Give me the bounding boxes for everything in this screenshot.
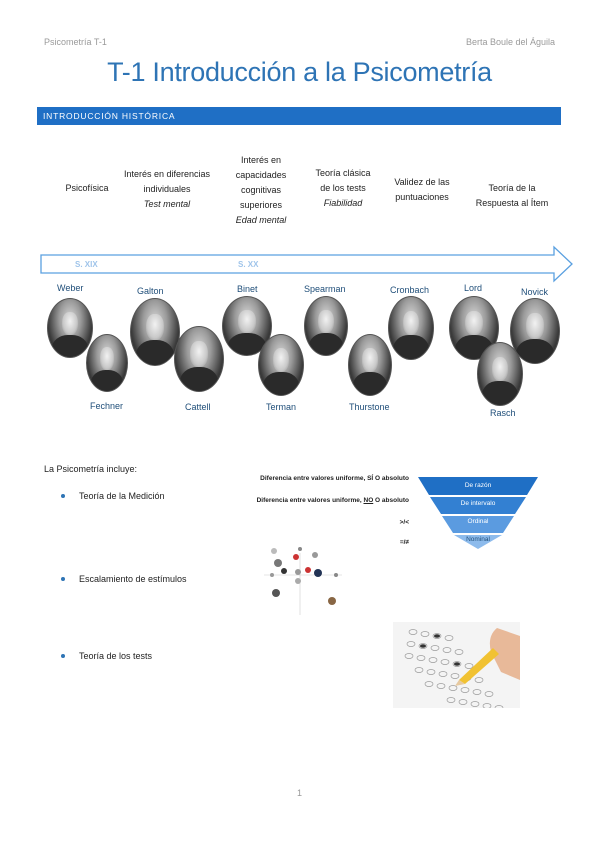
portrait-novick (510, 298, 560, 364)
name-weber: Weber (57, 283, 84, 293)
portrait-lord (449, 296, 499, 360)
topic-diferencias-individuales: Interés en diferencias individuales Test… (123, 169, 211, 209)
page-number: 1 (296, 788, 302, 798)
page-title: T-1 Introducción a la Psicometría (107, 57, 492, 87)
scale-level-intervalo: De intervalo (460, 500, 496, 507)
bullet-teoria-tests: Teoría de los tests (61, 651, 152, 661)
scale-note-interval: Diferencia entre valores uniforme, NO O … (256, 497, 409, 504)
test-answer-sheet-photo (393, 622, 520, 708)
scale-note-ordinal: >/< (399, 519, 409, 526)
name-binet: Binet (237, 284, 258, 294)
name-rasch: Rasch (490, 408, 516, 418)
bullet-escalamiento: Escalamiento de estímulos (61, 574, 187, 584)
era-s19: S. XIX (75, 260, 98, 269)
scale-level-razon: De razón (464, 482, 492, 489)
bullet-teoria-medicion: Teoría de la Medición (61, 491, 165, 501)
topic-psicofisica: Psicofísica (65, 183, 109, 193)
portrait-galton (130, 298, 180, 366)
includes-label: La Psicometría incluye: (44, 464, 138, 474)
name-novick: Novick (521, 287, 549, 297)
scale-note-ratio: Diferencia entre valores uniforme, SÍ O … (260, 475, 409, 482)
stimulus-scaling-diagram (264, 547, 342, 615)
header-right: Berta Boule del Águila (465, 37, 555, 47)
portrait-thurstone (348, 334, 392, 396)
scale-level-ordinal: Ordinal (467, 518, 489, 525)
timeline-arrow (40, 245, 573, 283)
era-s20: S. XX (238, 260, 259, 269)
header-left: Psicometría T-1 (44, 37, 107, 47)
portrait-spearman (304, 296, 348, 356)
scale-level-nominal: Nominal (466, 536, 490, 543)
portrait-rasch (477, 342, 523, 406)
portrait-cattell (174, 326, 224, 392)
name-spearman: Spearman (304, 284, 346, 294)
name-fechner: Fechner (90, 401, 124, 411)
portrait-fechner (86, 334, 128, 392)
portrait-cronbach (388, 296, 434, 360)
portrait-weber (47, 298, 93, 358)
measurement-scale-triangle (418, 477, 538, 549)
topic-validez: Validez de las puntuaciones (394, 177, 450, 202)
section-heading: INTRODUCCIÓN HISTÓRICA (37, 107, 561, 125)
name-galton: Galton (137, 286, 164, 296)
portrait-terman (258, 334, 304, 396)
topic-tri: Teoría de la Respuesta al Ítem (475, 183, 549, 208)
name-terman: Terman (266, 402, 297, 412)
name-lord: Lord (464, 283, 483, 293)
name-cattell: Cattell (185, 402, 211, 412)
name-thurstone: Thurstone (349, 402, 390, 412)
topic-capacidades-cognitivas: Interés en capacidades cognitivas superi… (235, 155, 287, 225)
topic-teoria-clasica: Teoría clásica de los tests Fiabilidad (315, 168, 371, 208)
scale-note-nominal: =/≠ (399, 539, 409, 546)
name-cronbach: Cronbach (390, 285, 430, 295)
